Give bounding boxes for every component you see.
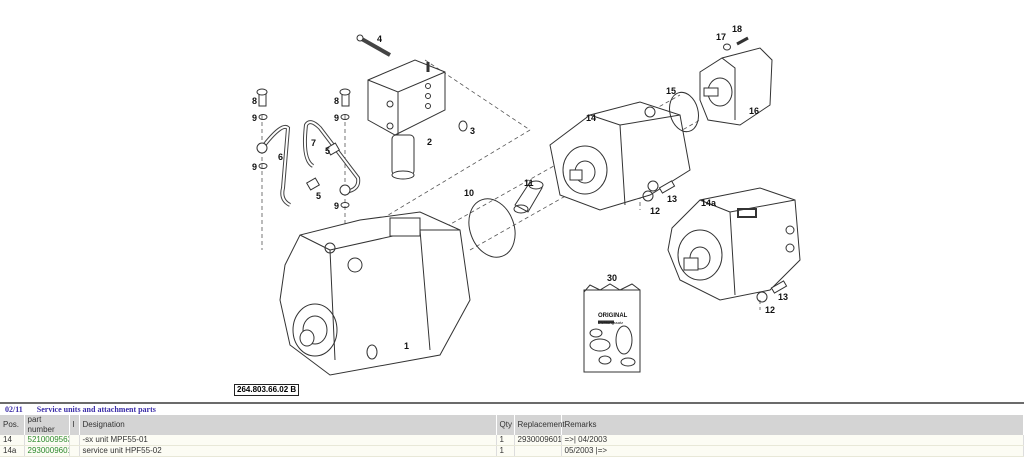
gear-pump-16 <box>699 47 773 126</box>
washer-12 <box>756 291 768 303</box>
callout-15[interactable]: 15 <box>666 86 677 96</box>
callout-11[interactable]: 11 <box>524 178 534 188</box>
valve-block-2 <box>367 59 446 180</box>
column-header-replacement[interactable]: Replacement <box>514 415 565 435</box>
washer-9 <box>340 114 350 120</box>
washer-9 <box>258 114 268 120</box>
callout-10[interactable]: 10 <box>464 188 475 198</box>
cell-qty: 1 <box>496 435 515 446</box>
washer-9 <box>258 163 268 169</box>
callout-6[interactable]: 6 <box>278 152 284 162</box>
callout-5[interactable]: 5 <box>316 191 322 201</box>
cell-pos: 14 <box>0 435 25 446</box>
group-title: Service units and attachment parts <box>36 405 156 414</box>
o-ring-3 <box>458 120 468 132</box>
callout-12[interactable]: 12 <box>650 206 661 216</box>
service-unit-14a <box>667 187 801 301</box>
callout-9[interactable]: 9 <box>334 201 340 211</box>
callout-17[interactable]: 17 <box>716 32 727 42</box>
cell-remarks: 05/2003 |=> <box>561 445 1024 457</box>
seal-kit-brand: ORIGINAL <box>598 313 628 319</box>
coupling-sleeve-11 <box>513 180 544 214</box>
screw-18 <box>736 36 749 46</box>
callout-16[interactable]: 16 <box>749 106 760 116</box>
group-header: 02/11 Service units and attachment parts <box>0 404 1024 415</box>
main-pump-1 <box>279 211 471 376</box>
callout-1[interactable]: 1 <box>404 341 410 351</box>
cell-part-number-link[interactable]: 5210009563 <box>24 435 70 446</box>
table-row[interactable]: 14 5210009563 -sx unit MPF55-01 1 293000… <box>0 435 1024 446</box>
table-row[interactable]: 14a 2930009601 service unit HPF55-02 1 0… <box>0 445 1024 457</box>
callout-5[interactable]: 5 <box>325 146 331 156</box>
callout-9[interactable]: 9 <box>252 162 258 172</box>
seal-kit-30 <box>583 283 641 373</box>
cell-replacement <box>514 445 562 457</box>
callout-13[interactable]: 13 <box>667 194 678 204</box>
exploded-parts-drawing: ORIGINAL Dichtungssatz 1 2 3 4 5 5 6 7 8… <box>234 24 801 396</box>
o-ring-10 <box>468 198 516 258</box>
bolt-4 <box>356 34 391 57</box>
callout-2[interactable]: 2 <box>427 137 433 147</box>
o-ring-15 <box>669 91 699 133</box>
washer-12 <box>642 190 654 202</box>
cell-qty: 1 <box>496 445 515 457</box>
callout-12[interactable]: 12 <box>765 305 776 315</box>
callout-30[interactable]: 30 <box>607 273 618 283</box>
column-header-designation[interactable]: Designation <box>79 415 497 435</box>
washer-9 <box>340 202 350 208</box>
callout-8[interactable]: 8 <box>334 96 340 106</box>
callout-9[interactable]: 9 <box>252 113 258 123</box>
callout-18[interactable]: 18 <box>732 24 743 34</box>
column-header-part-number[interactable]: part number <box>24 415 70 435</box>
column-header-i[interactable]: I <box>69 415 80 435</box>
group-number: 02/11 <box>5 405 23 414</box>
column-header-qty[interactable]: Qty <box>496 415 515 435</box>
fitting-5 <box>325 142 341 156</box>
callout-13[interactable]: 13 <box>778 292 789 302</box>
parts-list-panel: 02/11 Service units and attachment parts… <box>0 402 1024 457</box>
washer-12 <box>647 180 659 192</box>
service-unit-14 <box>549 101 691 211</box>
cell-replacement: 2930009601 <box>514 435 562 446</box>
cell-i <box>69 445 80 457</box>
fitting-5 <box>305 177 321 191</box>
parts-illustration <box>256 34 801 376</box>
column-header-remarks[interactable]: Remarks <box>561 415 1024 435</box>
callout-3[interactable]: 3 <box>470 126 476 136</box>
callout-9[interactable]: 9 <box>334 113 340 123</box>
column-header-pos[interactable]: Pos. <box>0 415 25 435</box>
callout-4[interactable]: 4 <box>377 34 383 44</box>
bolt-13 <box>658 180 676 194</box>
cell-remarks: =>| 04/2003 <box>561 435 1024 446</box>
drawing-number: 264.803.66.02 B <box>234 384 300 396</box>
cell-designation: -sx unit MPF55-01 <box>79 435 497 446</box>
seal-kit-subtitle: Dichtungssatz <box>598 320 624 325</box>
bolt-8-left <box>256 88 268 107</box>
callout-14a[interactable]: 14a <box>701 198 717 208</box>
table-header-row: Pos. part number I Designation Qty Repla… <box>0 415 1024 435</box>
cell-part-number-link[interactable]: 2930009601 <box>24 445 70 457</box>
cell-pos: 14a <box>0 445 25 457</box>
washer-17 <box>723 43 731 51</box>
cell-i <box>69 435 80 446</box>
cell-designation: service unit HPF55-02 <box>79 445 497 457</box>
bolt-13 <box>770 280 788 294</box>
callout-14[interactable]: 14 <box>586 113 597 123</box>
parts-table: Pos. part number I Designation Qty Repla… <box>0 415 1024 457</box>
callout-7[interactable]: 7 <box>311 138 317 148</box>
bolt-8-right <box>339 88 351 107</box>
callout-8[interactable]: 8 <box>252 96 258 106</box>
